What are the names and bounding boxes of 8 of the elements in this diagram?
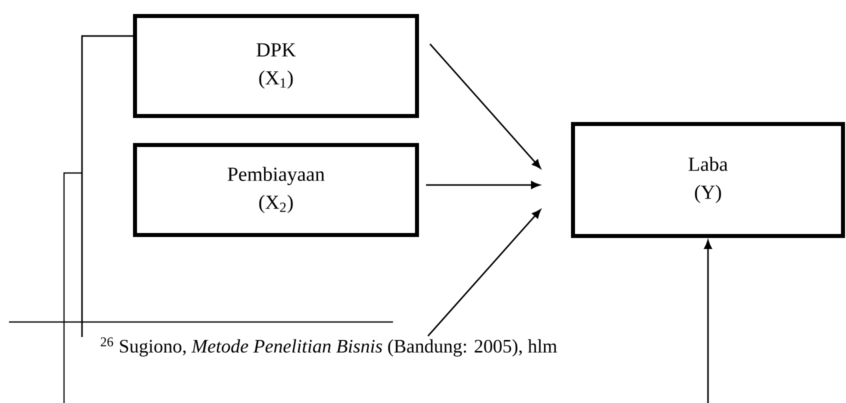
arrow [429, 44, 541, 169]
connector-line [81, 35, 133, 337]
arrow [704, 240, 712, 403]
variable-box: Pembiayaan (X$_{2}$) [133, 143, 419, 237]
footnote-text: $^{26}$ Sugiono, Metode Penelitian Bisnis (Bandung: 2005), hlm [100, 337, 557, 357]
arrow [426, 181, 540, 189]
variable-box: DPK (X$_{1}$) [133, 14, 419, 118]
variable-box: Laba (Y) [571, 122, 845, 238]
